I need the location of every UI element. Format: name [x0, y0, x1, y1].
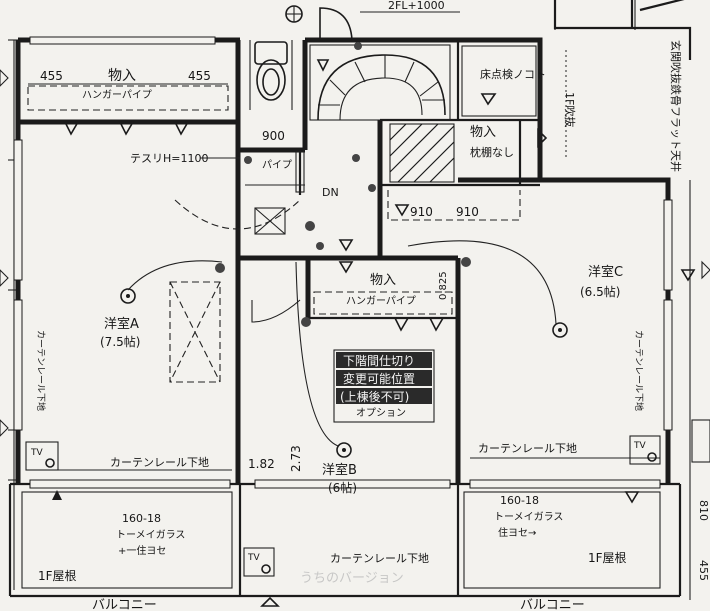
roof-right-label: 1F屋根	[588, 551, 627, 565]
room-b-fixtures	[251, 261, 352, 458]
dn-label: DN	[322, 186, 339, 199]
notice-line-3: (上棟後不可)	[340, 389, 409, 404]
closet-hall-note: 枕棚なし	[470, 145, 514, 159]
roof-left	[21, 490, 233, 589]
closet-left-label: 物入	[108, 68, 136, 84]
watermark: うちのバージョン	[300, 571, 404, 586]
hanger-pipe-left-label: ハンガーパイプ	[82, 89, 152, 101]
curtain-rail-vert-c: カーテンレール下地	[633, 330, 645, 411]
curtain-rail-a: カーテンレール下地	[110, 456, 209, 469]
dim-273-label: 2.73	[289, 445, 303, 472]
notice-box	[333, 349, 435, 423]
notice-line-2: 変更可能位置	[343, 371, 415, 386]
dim-910-a: 910	[410, 205, 433, 219]
roof-right	[463, 491, 661, 589]
window-right-2: トーメイガラス	[494, 511, 563, 523]
tv-label-mid: TV	[247, 553, 260, 563]
door-swing-top	[319, 7, 353, 41]
toilet-icon	[249, 40, 293, 110]
dim-455-right: 455	[188, 69, 211, 83]
room-c-name: 洋室C	[588, 264, 623, 280]
windows	[13, 36, 673, 489]
curtain-rail-b: カーテンレール下地	[330, 552, 429, 565]
top-fixture-icon	[285, 5, 303, 23]
balcony-right-label: バルコニー	[520, 598, 585, 611]
dim-0825-label: 0.825	[438, 271, 449, 300]
pipe-label: パイプ	[262, 159, 292, 171]
tv-outlet-left	[25, 441, 59, 471]
notice-line-4: オプション	[356, 407, 406, 419]
curtain-rail-vert-a: カーテンレール下地	[35, 330, 47, 411]
upper-offset-walls	[553, 0, 692, 60]
level-label: 2FL+1000	[388, 0, 445, 12]
tv-label-right: TV	[633, 441, 646, 451]
window-right-3: 住ヨセ→	[498, 526, 536, 539]
room-a-fixtures	[120, 260, 225, 383]
closet-hall-label: 物入	[470, 125, 496, 140]
hanger-pipe-mid-label: ハンガーパイプ	[346, 295, 416, 307]
void-1f-label: 1F吹抜	[563, 92, 577, 127]
roof-left-label: 1F屋根	[38, 569, 77, 583]
dim-900-label: 900	[262, 129, 285, 143]
room-c-fixtures	[407, 240, 696, 338]
dim-455-left: 455	[40, 69, 63, 83]
room-a-size: (7.5帖)	[100, 334, 140, 349]
room-b-size: (6帖)	[328, 480, 357, 495]
room-a-name: 洋室A	[104, 316, 139, 332]
closet-top-left	[27, 83, 229, 136]
curtain-rail-c: カーテンレール下地	[478, 442, 577, 455]
window-left-1: 160-18	[122, 512, 161, 525]
dim-910-b: 910	[456, 205, 479, 219]
closet-mid-label: 物入	[370, 273, 396, 288]
window-left-3: +一住ヨセ	[118, 544, 166, 557]
window-right-1: 160-18	[500, 494, 539, 507]
handrail-label: テスリH=1100	[130, 152, 208, 165]
tv-outlet-mid	[243, 547, 275, 577]
spiral-stair	[309, 42, 451, 121]
atrium-flat-label: 玄関吹抜鉄骨フラット天井	[669, 40, 683, 172]
balcony-left-label: バルコニー	[92, 598, 157, 611]
room-c-size: (6.5帖)	[580, 284, 620, 299]
floor-inspection-label: 床点検ノコト	[480, 67, 546, 81]
void-box	[461, 45, 537, 117]
dim-182-label: 1.82	[248, 457, 275, 471]
dim-455-side-label: 455	[697, 560, 710, 581]
window-left-2: トーメイガラス	[116, 529, 185, 541]
closet-middle	[301, 261, 453, 332]
tv-label-left: TV	[30, 448, 43, 458]
hatched-closet	[389, 123, 455, 183]
room-b-name: 洋室B	[322, 462, 357, 478]
notice-line-1: 下階間仕切り	[343, 353, 415, 368]
dim-810-label: 810	[697, 500, 710, 521]
tv-outlet-right	[629, 435, 661, 465]
